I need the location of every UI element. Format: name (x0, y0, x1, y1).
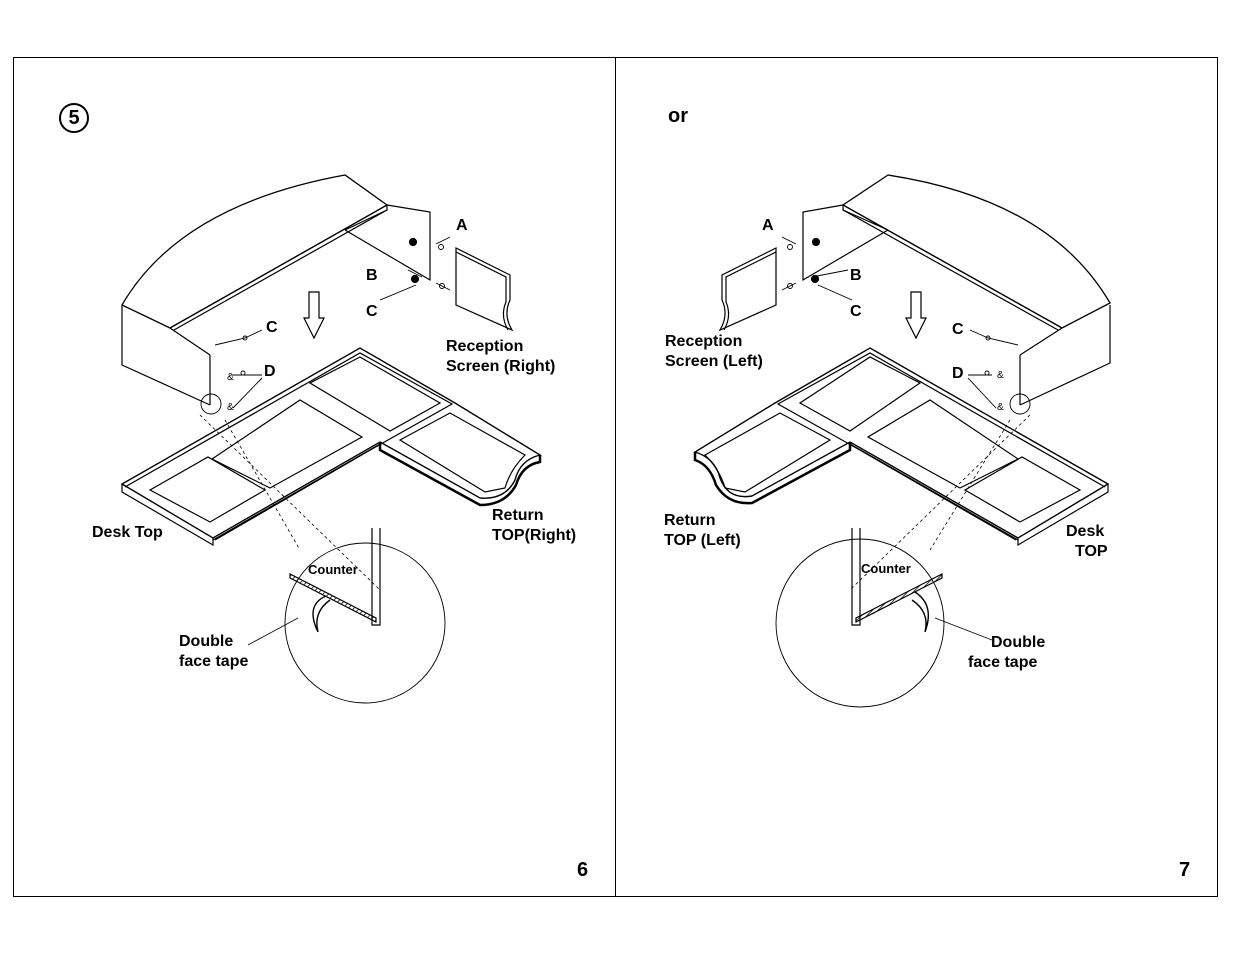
label-c-low-right: C (850, 303, 862, 320)
left-counter-drawing (121, 174, 431, 415)
label-a-left: A (456, 217, 468, 234)
label-d-left: D (264, 363, 276, 380)
counter-label-left: Counter (308, 562, 358, 577)
svg-text:&: & (227, 402, 234, 413)
left-screen-panel (455, 247, 514, 332)
label-c-low-left: C (366, 303, 378, 320)
screen-label-line2-right: Screen (Left) (665, 353, 763, 370)
or-heading: or (668, 105, 688, 127)
label-b-right: B (850, 267, 862, 284)
page-number-right: 7 (1179, 859, 1191, 881)
left-hardware: & & (214, 236, 451, 413)
label-d-right: D (952, 365, 964, 382)
label-b-left: B (366, 267, 378, 284)
page-number-left: 6 (577, 859, 589, 881)
left-detail-circle (199, 414, 446, 704)
right-hardware: & & (781, 236, 1019, 413)
screen-label-line1-right: Reception (665, 333, 743, 350)
step-number-badge: 5 (59, 103, 89, 133)
counter-label-right: Counter (861, 561, 911, 576)
tape-label-line1-left: Double (179, 633, 234, 650)
right-counter-drawing (802, 174, 1111, 415)
return-label-line1-right: Return (664, 512, 716, 529)
tape-label-line2-left: face tape (179, 653, 249, 670)
label-a-right: A (762, 217, 774, 234)
return-label-line1-left: Return (492, 507, 544, 524)
desk-label-line1-right: Desk (1066, 523, 1105, 540)
left-l-desktop (120, 347, 542, 547)
return-label-line2-left: TOP(Right) (492, 527, 577, 544)
screen-label-line1-left: Reception (446, 338, 524, 355)
screen-label-line2-left: Screen (Right) (446, 358, 556, 375)
svg-text:&: & (997, 370, 1004, 381)
svg-text:&: & (227, 372, 234, 383)
left-down-arrow-icon (303, 291, 325, 340)
return-label-line2-right: TOP (Left) (664, 532, 741, 549)
desk-top-label-left: Desk Top (92, 524, 163, 541)
tape-label-line2-right: face tape (968, 654, 1038, 671)
tape-label-line1-right: Double (991, 634, 1046, 651)
desk-label-line2-right: TOP (1075, 543, 1108, 560)
right-detail-circle (775, 414, 1031, 708)
label-c-top-left: C (266, 319, 278, 336)
label-c-top-right: C (952, 321, 964, 338)
right-screen-panel (718, 247, 777, 332)
right-page (615, 57, 1218, 897)
svg-text:&: & (997, 402, 1004, 413)
right-l-desktop (693, 347, 1110, 547)
right-down-arrow-icon (905, 291, 927, 340)
